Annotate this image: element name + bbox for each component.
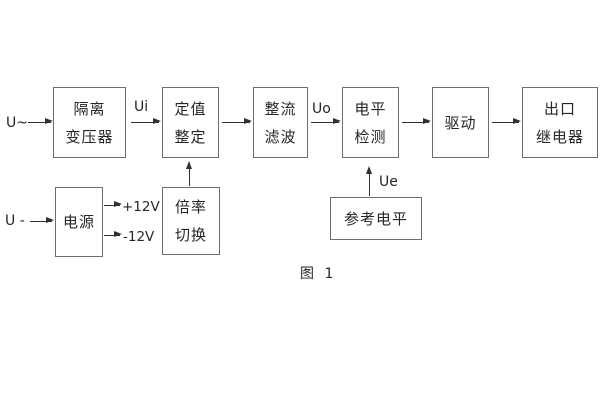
block-label: 出口 bbox=[543, 99, 576, 118]
block-setting-adjust: 定值 整定 bbox=[162, 87, 219, 158]
label-ue: Ue bbox=[379, 174, 398, 190]
arrow-power-plus12 bbox=[104, 201, 122, 208]
block-label: 电源 bbox=[62, 213, 95, 231]
arrow-isolation-to-setting bbox=[131, 118, 161, 125]
arrow-power-minus12 bbox=[104, 231, 122, 238]
block-label: 滤波 bbox=[264, 127, 297, 146]
label-ac-input: U~ bbox=[6, 115, 28, 131]
figure-caption: 图 1 bbox=[300, 266, 337, 282]
block-reference-level: 参考电平 bbox=[330, 197, 422, 240]
block-label: 参考电平 bbox=[343, 209, 408, 228]
block-label: 隔离 bbox=[73, 99, 106, 118]
arrow-reference-to-level bbox=[366, 166, 373, 196]
block-label: 整流 bbox=[264, 99, 297, 118]
arrow-ac-to-isolation bbox=[28, 118, 53, 125]
block-rectify-filter: 整流 滤波 bbox=[253, 87, 308, 158]
arrow-ratio-to-setting bbox=[186, 161, 193, 186]
arrow-level-to-drive bbox=[402, 118, 431, 125]
block-label: 电平 bbox=[354, 99, 387, 118]
label-minus12v: -12V bbox=[123, 229, 155, 245]
block-label: 切换 bbox=[174, 226, 207, 244]
label-ui: Ui bbox=[134, 99, 149, 115]
label-dc-input: U - bbox=[5, 213, 25, 229]
arrow-drive-to-relay bbox=[492, 118, 521, 125]
block-ratio-switch: 倍率 切换 bbox=[162, 187, 220, 255]
label-plus12v: +12V bbox=[122, 199, 160, 215]
arrow-dc-to-power bbox=[30, 217, 54, 224]
arrow-rectify-to-level bbox=[311, 118, 341, 125]
block-label: 变压器 bbox=[65, 127, 114, 146]
block-drive: 驱动 bbox=[432, 87, 489, 158]
block-power-supply: 电源 bbox=[55, 187, 103, 257]
block-label: 定值 bbox=[174, 99, 207, 118]
block-output-relay: 出口 继电器 bbox=[522, 87, 598, 158]
block-label: 继电器 bbox=[535, 127, 584, 146]
block-label: 检测 bbox=[354, 127, 387, 146]
block-label: 倍率 bbox=[174, 198, 207, 216]
block-label: 整定 bbox=[174, 127, 207, 146]
block-level-detect: 电平 检测 bbox=[342, 87, 399, 158]
block-label: 驱动 bbox=[444, 113, 477, 132]
arrow-setting-to-rectify bbox=[222, 118, 252, 125]
label-uo: Uo bbox=[312, 101, 331, 117]
block-isolation-transformer: 隔离 变压器 bbox=[53, 87, 126, 158]
